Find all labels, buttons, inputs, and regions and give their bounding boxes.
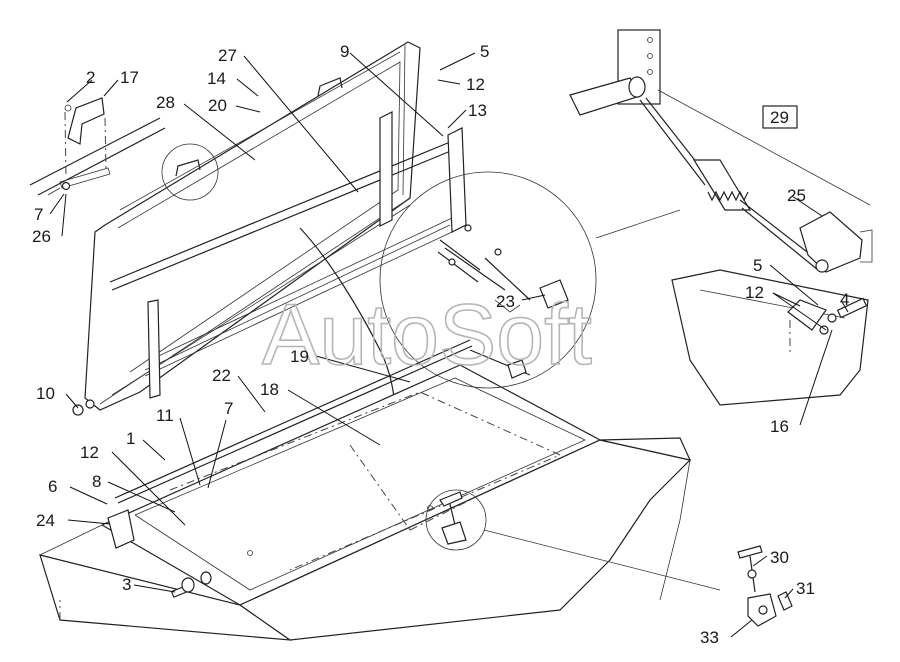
detail-circle-handle <box>161 143 219 201</box>
callout-6: 6 <box>48 477 57 496</box>
callout-8: 8 <box>92 472 101 491</box>
callout-13: 13 <box>468 101 487 120</box>
callout-11: 11 <box>156 406 174 425</box>
callout-7-left: 7 <box>34 205 43 224</box>
spring <box>707 190 749 202</box>
callout-33: 33 <box>700 628 719 647</box>
callout-22: 22 <box>212 366 231 385</box>
handle-detail <box>29 97 219 201</box>
linkage-detail <box>379 171 681 389</box>
callout-29: 29 <box>770 108 789 127</box>
callout-2: 2 <box>86 68 95 87</box>
callout-3: 3 <box>122 575 131 594</box>
hinge-bracket <box>107 509 135 549</box>
callout-12-right: 12 <box>745 283 764 302</box>
callout-9: 9 <box>340 42 349 61</box>
lid-handle <box>317 77 343 97</box>
leader-lines <box>49 52 849 638</box>
callout-7-center: 7 <box>224 399 233 418</box>
callout-27: 27 <box>218 46 237 65</box>
watermark: AutoSoft <box>262 287 592 383</box>
callout-14: 14 <box>207 69 226 88</box>
callout-labels: 2 17 28 27 14 20 9 5 12 13 29 7 26 25 5 … <box>32 42 849 647</box>
box-side-detail <box>671 269 869 406</box>
callout-26: 26 <box>32 227 51 246</box>
detail-circle-linkage <box>379 171 597 389</box>
callout-30: 30 <box>770 548 789 567</box>
callout-10: 10 <box>36 384 55 403</box>
latch-detail <box>425 489 793 627</box>
callout-20: 20 <box>208 96 227 115</box>
hinge-plate-right <box>447 127 467 233</box>
lid-assembly <box>72 41 467 466</box>
detail-circle-latch <box>425 489 487 551</box>
callout-19: 19 <box>290 347 309 366</box>
callout-29-box <box>762 105 798 129</box>
callout-16: 16 <box>770 417 789 436</box>
callout-1: 1 <box>126 429 135 448</box>
gas-spring-detail <box>569 29 873 406</box>
callout-23: 23 <box>496 292 515 311</box>
callout-12-top: 12 <box>466 75 485 94</box>
hinge-plate-left <box>147 299 161 399</box>
callout-28: 28 <box>156 93 175 112</box>
callout-5-right: 5 <box>753 256 762 275</box>
callout-5-top: 5 <box>480 42 489 61</box>
callout-18: 18 <box>260 380 279 399</box>
callout-25: 25 <box>787 186 806 205</box>
callout-24: 24 <box>36 511 55 530</box>
callout-31: 31 <box>796 579 815 598</box>
callout-17: 17 <box>120 68 139 87</box>
lid-panel <box>84 41 421 411</box>
callout-4: 4 <box>840 290 849 309</box>
callout-12-left: 12 <box>80 443 99 462</box>
